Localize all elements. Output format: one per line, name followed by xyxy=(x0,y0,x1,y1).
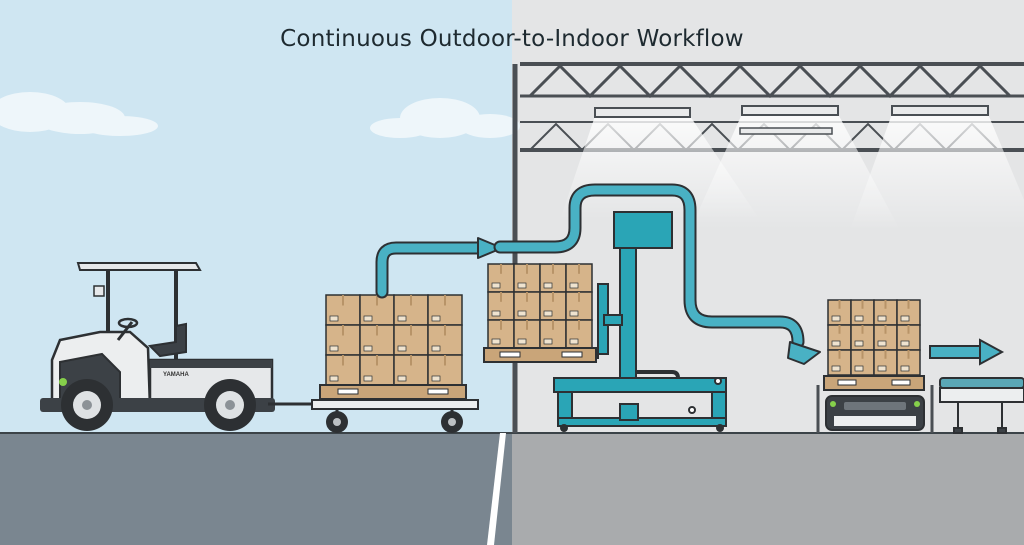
lifted-pallet xyxy=(483,263,597,363)
cargo-trailer-icon xyxy=(311,294,479,433)
flow-arrow-icon xyxy=(929,338,1005,366)
conveyor-icon xyxy=(939,377,1024,434)
ceiling-light-icon xyxy=(850,105,1024,230)
vehicle-brand-label: YAMAHA xyxy=(163,372,189,378)
cloud-right xyxy=(370,98,520,138)
flow-arrow-icon xyxy=(375,237,503,299)
trailer-box-stack xyxy=(325,294,463,386)
lift-box-stack xyxy=(487,263,593,349)
utility-cart-icon: YAMAHA xyxy=(40,262,275,431)
outdoor-asphalt xyxy=(0,433,512,545)
agv-robot-icon xyxy=(816,299,934,433)
cloud-left xyxy=(0,92,158,136)
ceiling-light-icon xyxy=(690,105,900,230)
diagram-title: Continuous Outdoor-to-Indoor Workflow xyxy=(280,26,744,52)
warehouse-floor xyxy=(512,433,1024,545)
agv-box-stack xyxy=(827,299,921,376)
road-marking-line xyxy=(487,433,506,545)
flow-arrow-icon xyxy=(493,183,821,365)
